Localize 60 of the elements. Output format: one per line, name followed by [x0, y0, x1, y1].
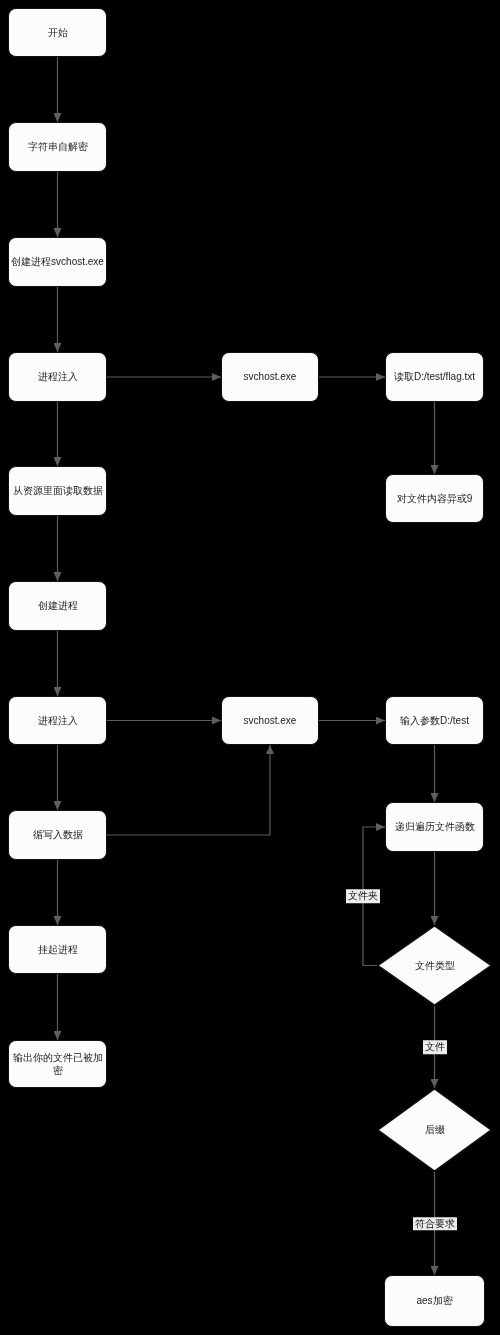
arrow	[53, 859, 62, 926]
arrow	[430, 744, 439, 803]
box-label: 挂起进程	[37, 942, 78, 957]
process-box	[8, 466, 107, 516]
arrow	[53, 286, 62, 353]
decision-diamond	[377, 1088, 492, 1172]
edge-label: 符合要求	[412, 1216, 457, 1231]
arrow	[53, 630, 62, 697]
arrow	[430, 851, 439, 926]
process-box	[8, 237, 107, 287]
process-box	[8, 810, 107, 860]
process-box	[385, 802, 484, 852]
diamond-label: 后缀	[424, 1123, 445, 1137]
box-label: 开始	[47, 25, 68, 40]
process-box	[221, 696, 319, 745]
box-label: 读取D:/test/flag.txt	[393, 370, 476, 384]
arrow	[53, 401, 62, 467]
arrow	[53, 171, 62, 238]
process-box	[384, 1275, 485, 1327]
process-box	[8, 122, 107, 172]
process-box	[8, 925, 107, 974]
process-box	[221, 352, 319, 402]
box-label: 对文件内容异或9	[396, 491, 473, 506]
arrow	[53, 515, 62, 582]
box-label: 创建进程svchost.exe	[11, 255, 104, 269]
arrow	[106, 744, 274, 836]
arrow	[106, 373, 222, 381]
box-label: aes加密	[416, 1294, 453, 1308]
process-box	[8, 581, 107, 631]
box-label: 输出你的文件已被加密	[11, 1050, 104, 1078]
arrow	[318, 373, 386, 381]
box-label: svchost.exe	[243, 370, 297, 384]
box-label: 从资源里面读取数据	[12, 484, 103, 498]
box-label: 进程注入	[37, 370, 78, 384]
diamond-label: 文件类型	[414, 958, 455, 973]
process-box	[8, 1040, 107, 1088]
box-label: 循写入数据	[32, 828, 83, 842]
arrow	[106, 716, 222, 725]
arrow	[430, 401, 439, 475]
process-box	[385, 474, 484, 523]
edge-label: 文件	[422, 1040, 447, 1054]
arrow	[53, 56, 62, 123]
process-box	[385, 352, 484, 402]
box-label: 创建进程	[37, 599, 78, 613]
arrow	[362, 823, 386, 967]
arrow	[53, 744, 62, 811]
process-box	[8, 696, 107, 745]
process-box	[8, 8, 107, 57]
arrow	[430, 1005, 439, 1089]
process-box	[385, 696, 484, 745]
box-label: 字符串自解密	[27, 140, 88, 154]
edge-label: 文件夹	[346, 889, 380, 903]
arrow	[318, 716, 386, 725]
decision-diamond	[377, 925, 492, 1006]
box-label: 递归遍历文件函数	[394, 820, 475, 834]
box-label: 进程注入	[37, 713, 78, 728]
arrow	[53, 973, 62, 1041]
box-label: svchost.exe	[243, 713, 297, 728]
process-box	[8, 352, 107, 402]
box-label: 输入参数D:/test	[400, 713, 469, 728]
